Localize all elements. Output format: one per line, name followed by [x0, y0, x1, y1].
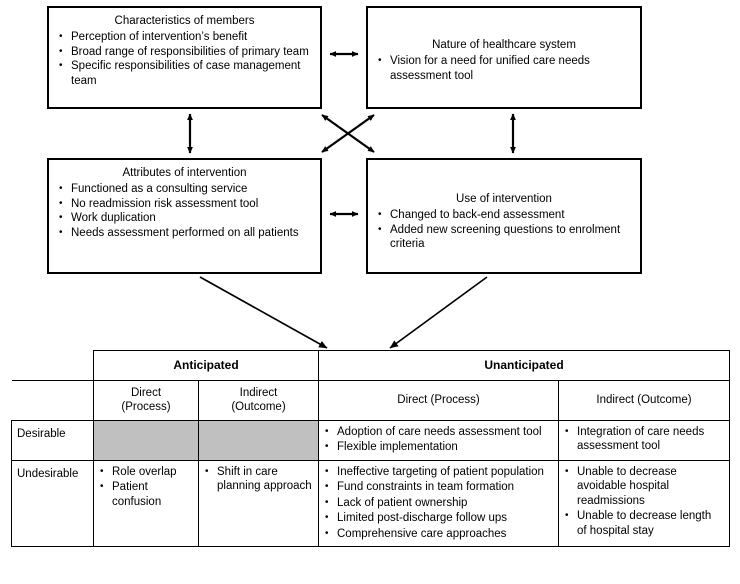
arrow-characteristics-use-diagonal [321, 114, 375, 153]
arrow-attributes-to-matrix [199, 276, 328, 349]
list-item: Work duplication [57, 211, 312, 226]
list-item: Needs assessment performed on all patien… [57, 226, 312, 241]
list-item: Fund constraints in team formation [324, 480, 553, 495]
row-label-undesirable: Undesirable [11, 459, 94, 547]
list-item: Integration of care needs assessment too… [564, 425, 724, 454]
sub-header-line2: (Outcome) [231, 401, 286, 413]
list-item: Comprehensive care approaches [324, 527, 553, 542]
list-item: Flexible implementation [324, 440, 553, 455]
box-title: Attributes of intervention [122, 167, 247, 179]
list-item: Vision for a need for unified care needs… [376, 54, 632, 83]
list-item: Changed to back-end assessment [376, 208, 632, 223]
list-item: Adoption of care needs assessment tool [324, 425, 553, 440]
table-header-row-subs: Direct (Process) Indirect (Outcome) Dire… [11, 379, 730, 421]
list-item: Functioned as a consulting service [57, 182, 312, 197]
box-title: Nature of healthcare system [432, 39, 576, 51]
cell-bullet-list: Integration of care needs assessment too… [564, 425, 724, 454]
cell-desirable-unanticipated-direct: Adoption of care needs assessment tool F… [318, 419, 559, 461]
box-bullet-list: Functioned as a consulting service No re… [57, 182, 312, 240]
list-item: Unable to decrease length of hospital st… [564, 509, 724, 538]
list-item: No readmission risk assessment tool [57, 197, 312, 212]
list-item: Broad range of responsibilities of prima… [57, 45, 312, 60]
list-item: Limited post-discharge follow ups [324, 511, 553, 526]
row-label-desirable: Desirable [11, 419, 94, 461]
group-header-unanticipated: Unanticipated [318, 350, 730, 381]
list-item: Added new screening questions to enrolme… [376, 223, 632, 252]
box-title: Characteristics of members [114, 15, 255, 27]
list-item: Lack of patient ownership [324, 496, 553, 511]
list-item: Role overlap [99, 465, 193, 480]
sub-header-line1: Direct [130, 386, 162, 399]
sub-header-line1: Indirect [239, 386, 278, 399]
list-item: Patient confusion [99, 480, 193, 509]
table-row: Desirable Adoption of care needs assessm… [11, 419, 730, 461]
sub-header-unanticipated-direct: Direct (Process) [318, 379, 559, 421]
table-corner-cell [11, 350, 94, 381]
arrow-use-to-matrix [389, 276, 488, 349]
group-header-anticipated: Anticipated [93, 350, 319, 381]
list-item: Ineffective targeting of patient populat… [324, 465, 553, 480]
list-item: Unable to decrease avoidable hospital re… [564, 465, 724, 509]
cell-desirable-unanticipated-indirect: Integration of care needs assessment too… [558, 419, 730, 461]
arrow-nature-attributes-diagonal [321, 114, 375, 153]
box-nature-of-healthcare-system: Nature of healthcare system Vision for a… [366, 6, 642, 109]
box-attributes-of-intervention: Attributes of intervention Functioned as… [47, 158, 322, 274]
cell-desirable-anticipated-direct [93, 419, 199, 461]
cell-bullet-list: Adoption of care needs assessment tool F… [324, 425, 553, 455]
cell-undesirable-anticipated-indirect: Shift in care planning approach [198, 459, 319, 547]
outcomes-matrix-table: Anticipated Unanticipated Direct (Proces… [11, 350, 730, 547]
list-item: Specific responsibilities of case manage… [57, 59, 312, 88]
cell-undesirable-unanticipated-indirect: Unable to decrease avoidable hospital re… [558, 459, 730, 547]
sub-header-unanticipated-indirect: Indirect (Outcome) [558, 379, 730, 421]
cell-undesirable-anticipated-direct: Role overlap Patient confusion [93, 459, 199, 547]
box-bullet-list: Vision for a need for unified care needs… [376, 54, 632, 83]
cell-undesirable-unanticipated-direct: Ineffective targeting of patient populat… [318, 459, 559, 547]
table-row: Undesirable Role overlap Patient confusi… [11, 459, 730, 547]
list-item: Perception of intervention’s benefit [57, 30, 312, 45]
box-content: Use of intervention Changed to back-end … [376, 166, 632, 252]
list-item: Shift in care planning approach [204, 465, 313, 494]
cell-desirable-anticipated-indirect [198, 419, 319, 461]
box-bullet-list: Changed to back-end assessment Added new… [376, 208, 632, 252]
cell-bullet-list: Shift in care planning approach [204, 465, 313, 494]
sub-header-anticipated-direct: Direct (Process) [93, 379, 199, 421]
box-title: Use of intervention [456, 193, 552, 205]
box-content: Nature of healthcare system Vision for a… [376, 14, 632, 83]
box-bullet-list: Perception of intervention’s benefit Bro… [57, 30, 312, 88]
cell-bullet-list: Role overlap Patient confusion [99, 465, 193, 510]
sub-header-anticipated-indirect: Indirect (Outcome) [198, 379, 319, 421]
cell-bullet-list: Unable to decrease avoidable hospital re… [564, 465, 724, 539]
table-corner-cell-2 [11, 380, 94, 421]
cell-bullet-list: Ineffective targeting of patient populat… [324, 465, 553, 542]
box-use-of-intervention: Use of intervention Changed to back-end … [366, 158, 642, 274]
box-characteristics-of-members: Characteristics of members Perception of… [47, 6, 322, 109]
table-header-row-groups: Anticipated Unanticipated [11, 350, 730, 381]
sub-header-line2: (Process) [121, 401, 171, 413]
